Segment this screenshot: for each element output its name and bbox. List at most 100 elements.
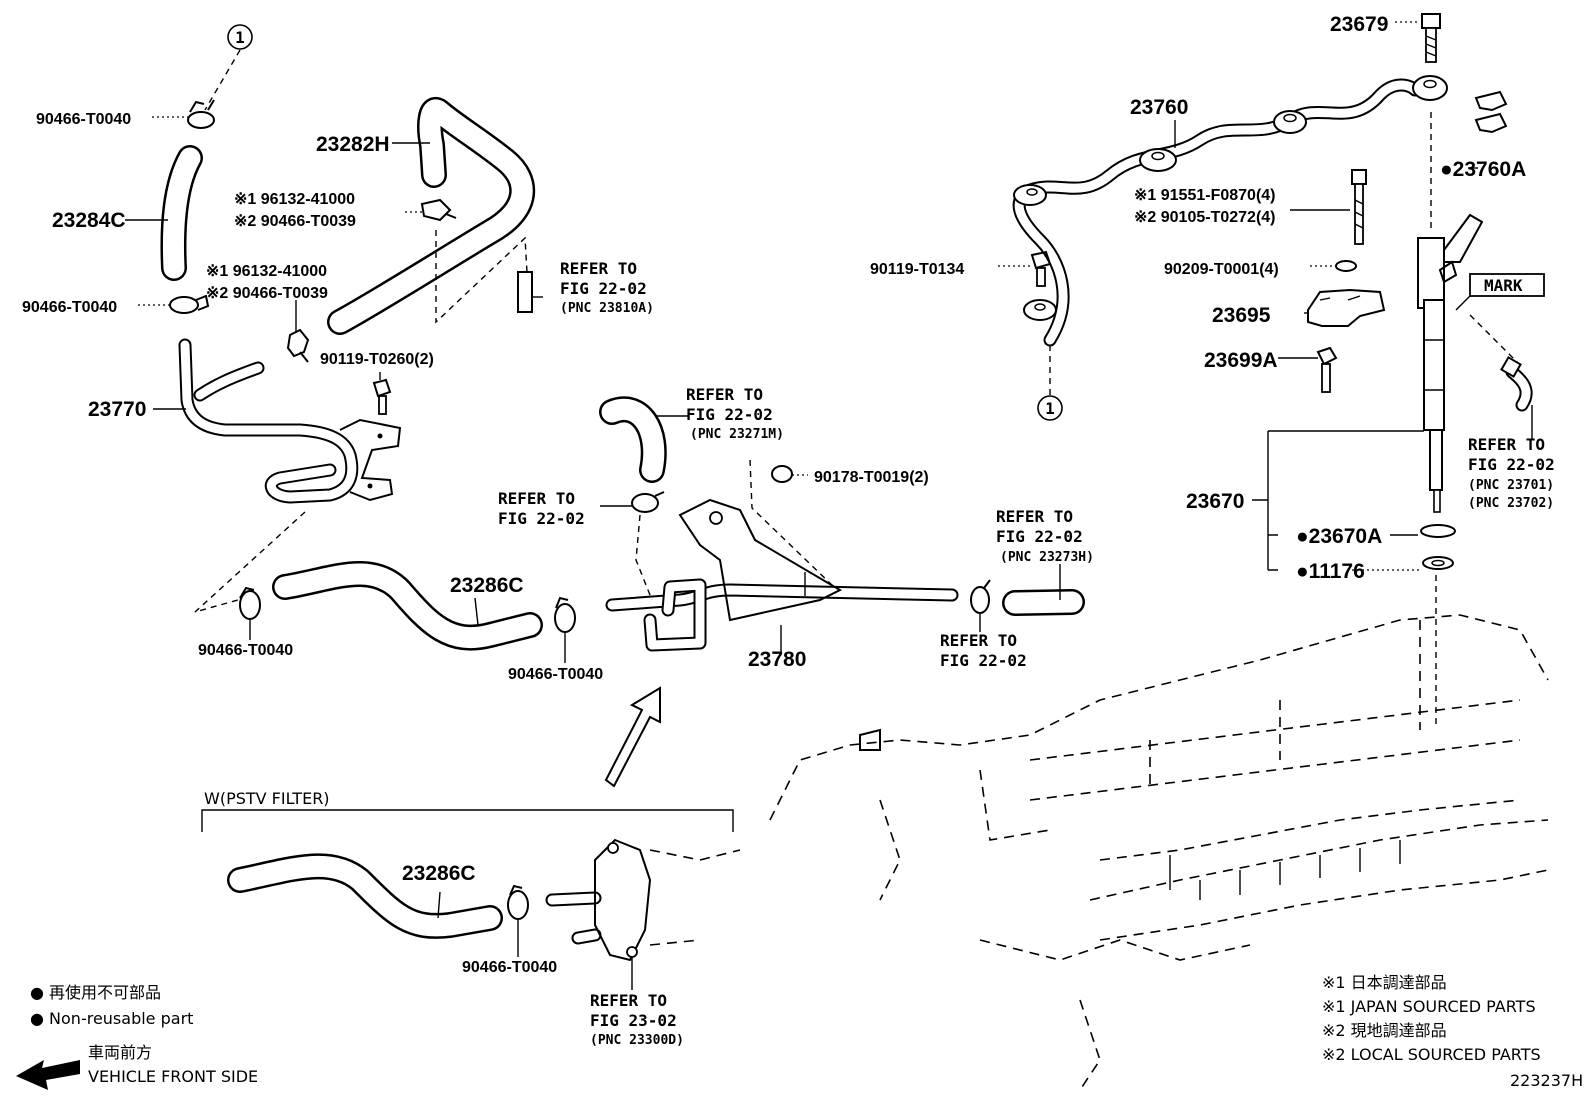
ref-7-line3: (PNC 23300D) — [590, 1033, 684, 1048]
label-90466-2: 90466-T0040 — [22, 299, 117, 316]
pcv-pipe-23770 — [178, 338, 402, 504]
legend-front-en: VEHICLE FRONT SIDE — [88, 1067, 258, 1086]
label-23695: 23695 — [1212, 304, 1271, 327]
legend-note2-en: ※2 LOCAL SOURCED PARTS — [1322, 1045, 1541, 1064]
legend-non-reusable-jp: ● 再使用不可部品 — [30, 983, 161, 1002]
legend-note2-jp: ※2 現地調達部品 — [1322, 1021, 1447, 1040]
ref-3-line2: FIG 22-02 — [498, 509, 585, 528]
engine-outline — [769, 614, 1549, 1091]
leader-23282H — [435, 230, 528, 324]
nut-90178 — [771, 465, 793, 483]
ref-3-line1: REFER TO — [498, 489, 575, 508]
bolt-23699A — [1316, 346, 1338, 393]
clamp-23760A — [1474, 90, 1508, 134]
hose-23286C-main — [272, 560, 543, 651]
label-23770: 23770 — [88, 398, 146, 421]
legend-non-reusable-en: ● Non-reusable part — [30, 1009, 193, 1028]
clamp-ref-right — [970, 579, 991, 614]
label-mark: MARK — [1484, 276, 1523, 295]
label-90466-1: 90466-T0040 — [36, 111, 131, 128]
label-90466-3: 90466-T0040 — [198, 642, 293, 659]
label-23284C: 23284C — [52, 209, 126, 232]
clamp-96132-top — [420, 198, 457, 222]
leader-circle1-left — [204, 49, 241, 111]
label-23282H: 23282H — [316, 133, 390, 156]
injector-23670 — [1417, 213, 1484, 513]
legend-front-jp: 車両前方 — [88, 1043, 152, 1062]
clamp-90466-top — [187, 99, 215, 129]
ref-6-line2: FIG 22-02 — [1468, 455, 1555, 474]
hose-ref-23273H — [1002, 589, 1085, 616]
label-23699A: 23699A — [1204, 349, 1278, 372]
label-23760: 23760 — [1130, 96, 1188, 119]
label-note2-right: ※2 90105-T0272(4) — [1134, 209, 1276, 226]
washer-90209 — [1335, 260, 1357, 272]
label-90119-T0134: 90119-T0134 — [870, 261, 964, 278]
ref-7-line1: REFER TO — [590, 991, 667, 1010]
ref-1-line1: REFER TO — [560, 259, 637, 278]
label-90466-5: 90466-T0040 — [462, 959, 557, 976]
label-23670: 23670 — [1186, 490, 1244, 513]
ref-4-line1: REFER TO — [996, 507, 1073, 526]
label-90466-4: 90466-T0040 — [508, 666, 603, 683]
leader-mark-ref — [1469, 314, 1521, 366]
ref-1-line3: (PNC 23810A) — [560, 301, 654, 316]
mark-leader — [1455, 295, 1471, 311]
label-note1-right: ※1 91551-F0870(4) — [1134, 187, 1276, 204]
ref-2-line3: (PNC 23271M) — [690, 427, 784, 442]
clamp-96132-mid — [286, 328, 310, 363]
ref-5-line2: FIG 22-02 — [940, 651, 1027, 670]
leader-23770-bottom — [194, 511, 306, 613]
vehicle-front-arrow-icon — [16, 1060, 80, 1090]
ref-6-line3: (PNC 23701) — [1468, 478, 1554, 493]
legend-note1-en: ※1 JAPAN SOURCED PARTS — [1322, 997, 1536, 1016]
clamp-90466-b — [554, 596, 576, 633]
ref-6-line4: (PNC 23702) — [1468, 496, 1554, 511]
label-note1-mid: ※1 96132-41000 — [206, 263, 327, 280]
mark-box — [1469, 273, 1545, 297]
label-90178-T0019: 90178-T0019(2) — [814, 469, 929, 486]
ref-4-line3: (PNC 23273H) — [1000, 550, 1094, 565]
label-note2-top: ※2 90466-T0039 — [234, 213, 356, 230]
bolt-90119-T0134 — [1030, 250, 1052, 287]
pipe-23780 — [605, 498, 959, 652]
label-23670A: ●23670A — [1296, 525, 1382, 548]
hose-23284C — [160, 145, 203, 281]
clamp-ref-2202 — [631, 491, 665, 513]
bolt-90119-T0260 — [372, 378, 392, 415]
hose-23282H — [327, 97, 536, 335]
view-arrow — [604, 686, 661, 788]
label-23286C-filter: 23286C — [402, 862, 476, 885]
leader-90178 — [749, 459, 836, 589]
svg-text:1: 1 — [1045, 399, 1055, 418]
leader-clamp-ref — [635, 514, 653, 601]
label-note1-top: ※1 96132-41000 — [234, 191, 355, 208]
ref-7-line2: FIG 23-02 — [590, 1011, 677, 1030]
circle-ref-1-left: 1 — [227, 24, 253, 50]
clamp-90466-mid — [169, 294, 210, 314]
label-11176: ●11176 — [1296, 560, 1365, 583]
legend-note1-jp: ※1 日本調達部品 — [1322, 973, 1447, 992]
label-90209: 90209-T0001(4) — [1164, 261, 1279, 278]
oring-23670A — [1420, 524, 1456, 538]
ref-2-line2: FIG 22-02 — [686, 405, 773, 424]
label-23679: 23679 — [1330, 13, 1388, 36]
label-23780: 23780 — [748, 648, 806, 671]
ref-5-line1: REFER TO — [940, 631, 1017, 650]
circle-ref-1-right: 1 — [1037, 395, 1063, 421]
label-note2-mid: ※2 90466-T0039 — [206, 285, 328, 302]
bolt-91551 — [1351, 169, 1367, 245]
ref-6-line1: REFER TO — [1468, 435, 1545, 454]
ref-2-line1: REFER TO — [686, 385, 763, 404]
clamp-23695 — [1307, 288, 1386, 327]
label-90119-T0260: 90119-T0260(2) — [320, 351, 434, 368]
label-23286C-main: 23286C — [450, 574, 524, 597]
hose-ref-23271M — [599, 396, 667, 483]
label-23760A: ●23760A — [1440, 158, 1526, 181]
ref-1-line2: FIG 22-02 — [560, 279, 647, 298]
bolt-23679 — [1421, 13, 1441, 63]
fuel-pipe-23760 — [1012, 75, 1448, 347]
clamp-90466-a — [239, 586, 261, 620]
